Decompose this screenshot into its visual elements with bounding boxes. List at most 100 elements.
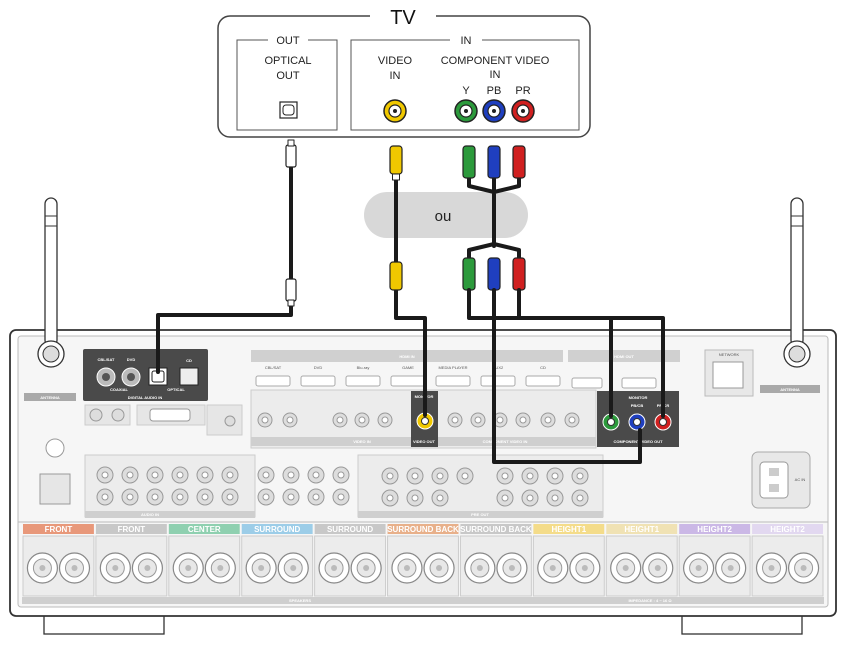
hdmi-in-port-label: CD [540,365,546,370]
tv-out-header: OUT [276,35,300,47]
audio-in-label: AUDIO IN [141,512,159,517]
rs232-port[interactable] [149,408,191,422]
tv-component-pr-jack[interactable] [511,99,535,123]
speaker-section-header [241,524,313,534]
hdmi-in-port-label: DVD [314,365,323,370]
pb-label: PB [487,85,502,97]
comp-out-pb-label: PB/CB [631,403,644,408]
optical-label: OPTICAL [167,387,185,392]
speaker-section-label: SURROUND [327,525,373,534]
y-label: Y [462,85,470,97]
hdmi-in-port-label: CBL/SAT [265,365,282,370]
video-in-row-label: VIDEO IN [353,439,371,444]
speaker-section-label: CENTER [188,525,221,534]
speaker-section-label: SURROUND BACK [460,525,532,534]
antenna-left [37,197,65,368]
cd-label: CD [186,358,192,363]
pre-out-jacks [381,467,589,507]
hdmi-out-zone2-port[interactable] [571,377,603,389]
hdmi-in-port[interactable] [525,375,561,387]
speaker-section-label: FRONT [118,525,146,534]
speaker-section-header [95,524,167,534]
composite-video-cable [389,145,427,417]
speaker-section-label: HEIGHT1 [551,525,586,534]
network-label: NETWORK [719,352,740,357]
speaker-section-label: SURROUND [254,525,300,534]
hdmi-in-port[interactable] [255,375,291,387]
fm-antenna-jack[interactable] [45,438,65,458]
hdmi-out-label: HDMI OUT [614,354,634,359]
ac-in-socket[interactable] [759,461,789,499]
video-in-label-2: IN [390,70,401,82]
hdmi-in-port[interactable] [480,375,516,387]
ac-in-block: AC IN [751,451,811,509]
hdmi-in-label: HDMI IN [399,354,414,359]
tv-unit: TV OUT OPTICAL OUT IN VIDEO IN COMPONENT… [217,6,591,138]
network-port[interactable] [712,361,744,389]
component-cable-lower [462,242,665,464]
network-block: NETWORK [704,349,754,397]
tv-title: TV [390,7,416,29]
cbl-sat-label: CBL/SAT [97,357,115,362]
hdmi-out-monitor-port[interactable] [621,377,657,389]
impedance-label: IMPEDANCE : 4 ~ 16 Ω [628,598,672,603]
antenna-label-right: ANTENNA [780,387,800,392]
speaker-section-header [314,524,386,534]
dvd-label: DVD [127,357,136,362]
hdmi-out-block: HDMI OUT [568,350,680,389]
optical-cable [156,139,297,374]
antenna-label-left: ANTENNA [40,395,60,400]
speaker-section-header [168,524,240,534]
antenna-right [783,197,811,368]
speaker-section-label: HEIGHT2 [770,525,805,534]
pr-label: PR [515,85,530,97]
speaker-section-header [387,524,459,534]
digital-audio-in-label: DIGITAL AUDIO IN [128,395,163,400]
monitor-label-component: MONITOR [629,395,648,400]
component-in-label-1: COMPONENT VIDEO [441,55,550,67]
monitor-video-out-block: MONITOR VIDEO OUT [411,391,438,447]
cables [156,139,665,464]
optical-out-label-2: OUT [276,70,300,82]
pre-out-label: PRE OUT [471,512,489,517]
hdmi-in-port-label: MEDIA PLAYER [438,365,467,370]
audio-in-jacks [96,466,350,506]
left-io-blocks [39,404,243,505]
video-in-label-1: VIDEO [378,55,413,67]
alternative-pill [364,192,528,238]
coaxial-label: COAXIAL [110,387,129,392]
component-cable-upper [462,145,526,248]
speaker-terminals: FRONT FRONT CENTER SURROUND SURROUND SURROUND… [22,524,824,604]
hdmi-in-port[interactable] [390,375,426,387]
speaker-section-label: SURROUND BACK [387,525,459,534]
tv-component-pb-jack[interactable] [482,99,506,123]
hdmi-in-port-label: AUX2 [493,365,504,370]
optical-in-cd-jack[interactable] [179,367,199,386]
speaker-section-label: FRONT [45,525,73,534]
hdmi-in-port[interactable] [435,375,471,387]
hdmi-in-port-label: GAME [402,365,414,370]
component-in-label-2: IN [490,69,501,81]
audio-in-row: AUDIO IN [84,454,350,518]
digital-audio-in-block: CBL/SAT DVD CD COAXIAL OPTICAL DIGITAL A… [83,349,208,401]
tv-component-y-jack[interactable] [454,99,478,123]
hdmi-in-port[interactable] [300,375,336,387]
video-out-label: VIDEO OUT [413,439,436,444]
hdmi-in-port[interactable] [345,375,381,387]
speaker-sections: FRONT FRONT CENTER SURROUND SURROUND SURROUND… [22,524,824,597]
am-antenna-terminal[interactable] [39,473,71,505]
speaker-section-header [460,524,532,534]
ac-in-label: AC IN [795,477,806,482]
tv-video-in-jack[interactable] [383,99,407,123]
tv-in-header: IN [461,35,472,47]
component-in-row-label: COMPONENT VIDEO IN [483,439,528,444]
speaker-section-header [752,524,823,534]
speaker-section-header [679,524,751,534]
video-in-jacks [257,412,580,428]
tv-optical-out-jack[interactable] [279,101,298,119]
speaker-section-label: HEIGHT1 [624,525,659,534]
pre-out-row: PRE OUT [357,454,604,518]
